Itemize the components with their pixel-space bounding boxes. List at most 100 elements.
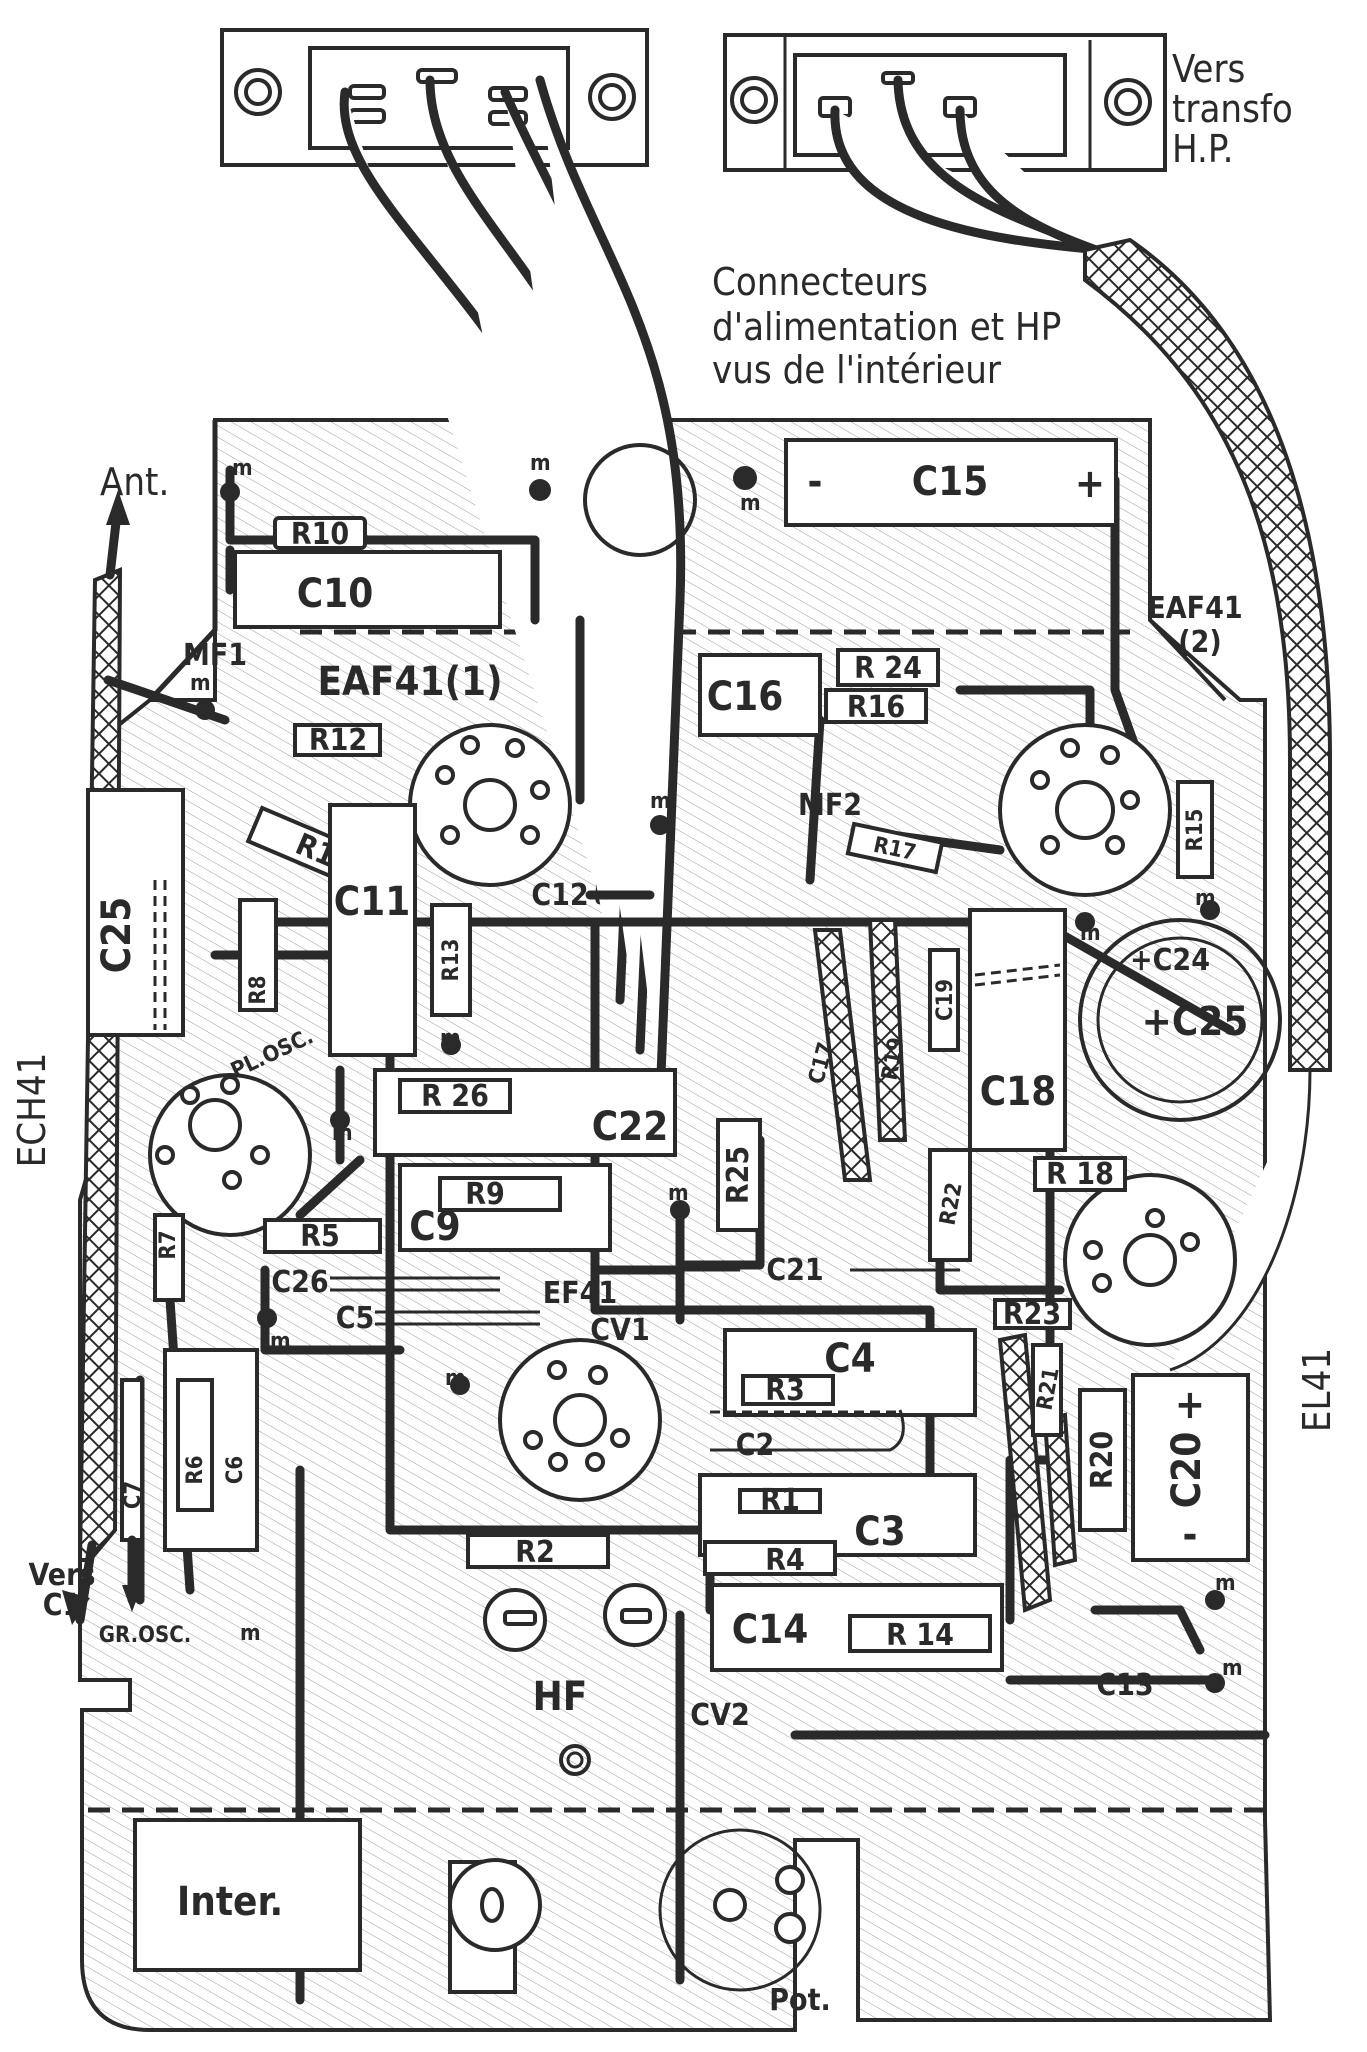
resistor-r18: R 18 — [1033, 1156, 1127, 1192]
capacitor-c10: C10 — [233, 550, 502, 629]
resistor-r8: R8 — [238, 898, 278, 1012]
r9-label: R9 — [465, 1177, 505, 1212]
connectors-note-line-1: Connecteurs — [712, 260, 928, 304]
cv2-control — [448, 1744, 591, 1994]
r25-label: R25 — [721, 1146, 756, 1204]
ground-label: m — [440, 1026, 461, 1051]
c4-label: C4 — [824, 1336, 875, 1382]
resistor-r14: R 14 — [848, 1614, 992, 1653]
resistor-r12: R12 — [293, 723, 382, 758]
c9-label: C9 — [409, 1204, 460, 1250]
c15-label: C15 — [912, 459, 988, 505]
arrow-up-icon — [106, 490, 130, 525]
hf-coil-terminals: HF — [483, 1583, 667, 1720]
to-c1-label: Vers C1 — [29, 1558, 96, 1623]
eaf41-2-label-line-2: (2) — [1178, 625, 1221, 660]
ground-label: m — [740, 491, 761, 516]
resistor-r15: R15 — [1176, 780, 1214, 879]
r10-label: R10 — [291, 517, 349, 552]
capacitor-c26: C26 — [271, 1265, 500, 1300]
antenna-label: Ant. — [100, 460, 169, 504]
resistor-r10: R10 — [273, 516, 367, 552]
c25-label: C25 — [94, 897, 140, 973]
minus-sign: - — [808, 459, 823, 505]
ground-label: m — [1215, 1571, 1236, 1596]
connectors-note-line-2: d'alimentation et HP — [712, 305, 1061, 349]
resistor-r5: R5 — [263, 1218, 382, 1254]
r20-label: R20 — [1085, 1431, 1120, 1489]
el41-label: EL41 — [1295, 1348, 1339, 1432]
capacitor-c15: C15 - + — [733, 438, 1118, 527]
tube-socket-ech41 — [148, 1073, 312, 1237]
r14-label: R 14 — [886, 1618, 954, 1653]
c12-label: C12 — [531, 878, 588, 913]
tube-socket-el41 — [1063, 1173, 1237, 1347]
ground-label: m — [1195, 886, 1216, 911]
capacitor-c4-block: R3 C4 C2 — [710, 1328, 977, 1463]
inter-label: Inter. — [177, 1879, 283, 1925]
c11-label: C11 — [334, 879, 410, 925]
ground-label: m — [190, 671, 211, 696]
connectors-note-line-3: vus de l'intérieur — [712, 348, 1002, 392]
ground-labels: m m m m m m m m m m m m m m m — [190, 451, 1243, 1681]
cv1-label: CV1 — [590, 1313, 649, 1348]
c10-label: C10 — [297, 571, 373, 617]
eaf41-1-label: EAF41(1) — [317, 659, 502, 705]
resistor-r22: R22 — [928, 1148, 972, 1262]
hf-label: HF — [533, 1674, 588, 1720]
c25-right-label: +C25 — [1142, 999, 1249, 1045]
c24-label: +C24 — [1130, 943, 1210, 978]
ground-label: m — [445, 1366, 466, 1391]
c14-label: C14 — [732, 1607, 808, 1653]
switch-inter: Inter. — [133, 1818, 362, 1972]
tube-socket-ef41 — [498, 1338, 662, 1502]
r8-label: R8 — [246, 975, 271, 1004]
speaker-note-line-1: Vers — [1172, 47, 1245, 91]
plus-sign: + — [1075, 461, 1105, 507]
c2-label: C2 — [736, 1428, 775, 1463]
resistor-r4: R4 — [703, 1540, 837, 1578]
connectors-note: Connecteurs d'alimentation et HP vus de … — [712, 260, 1061, 392]
arrow-down-icon — [62, 1590, 90, 1625]
capacitor-c5: C5 — [257, 1301, 540, 1336]
cv2-label: CV2 — [690, 1698, 749, 1733]
ech41-label: ECH41 — [10, 1053, 54, 1168]
r13-label: R13 — [439, 939, 464, 982]
c26-label: C26 — [271, 1265, 328, 1300]
ground-label: m — [1080, 921, 1101, 946]
to-c1-line-1: Vers — [29, 1558, 96, 1593]
ground-points — [195, 479, 1225, 1610]
r5-label: R5 — [300, 1219, 340, 1254]
ground-label: m — [530, 451, 551, 476]
r2-label: R2 — [515, 1535, 555, 1570]
mounting-hole-icon — [588, 73, 636, 121]
ground-label: m — [240, 1621, 261, 1646]
mounting-hole-icon — [730, 76, 778, 124]
r15-label: R15 — [1183, 809, 1208, 852]
speaker-connector — [723, 33, 1167, 172]
capacitor-c25: C25 — [86, 788, 185, 1037]
resistor-r17: R17 — [845, 821, 945, 875]
c18-label: C18 — [980, 1069, 1056, 1115]
r6-label: R6 — [183, 1455, 208, 1484]
c7-label: C7 — [121, 1481, 146, 1509]
r4-label: R4 — [765, 1543, 805, 1578]
gr-osc-label: GR.OSC. — [99, 1623, 192, 1648]
r18-label: R 18 — [1046, 1157, 1114, 1192]
capacitor-c16: C16 — [698, 653, 822, 737]
capacitor-c6: R6 C6 — [163, 1348, 259, 1552]
ground-label: m — [668, 1181, 689, 1206]
plus-sign: + — [1175, 1382, 1205, 1428]
r16-label: R16 — [847, 690, 905, 725]
capacitor-c18: C18 — [968, 908, 1067, 1152]
to-c1-line-2: C1 — [43, 1588, 82, 1623]
c13-label: C13 — [1096, 1668, 1153, 1703]
ef41-label: EF41 — [543, 1276, 617, 1311]
mf2-label: MF2 — [798, 788, 862, 823]
speaker-note-line-3: H.P. — [1172, 127, 1233, 171]
resistor-r23: R23 — [993, 1297, 1072, 1332]
component-cluster: C17 R19 C19 — [804, 918, 960, 1182]
c3-label: C3 — [854, 1509, 905, 1555]
minus-sign: - — [1183, 1512, 1198, 1558]
